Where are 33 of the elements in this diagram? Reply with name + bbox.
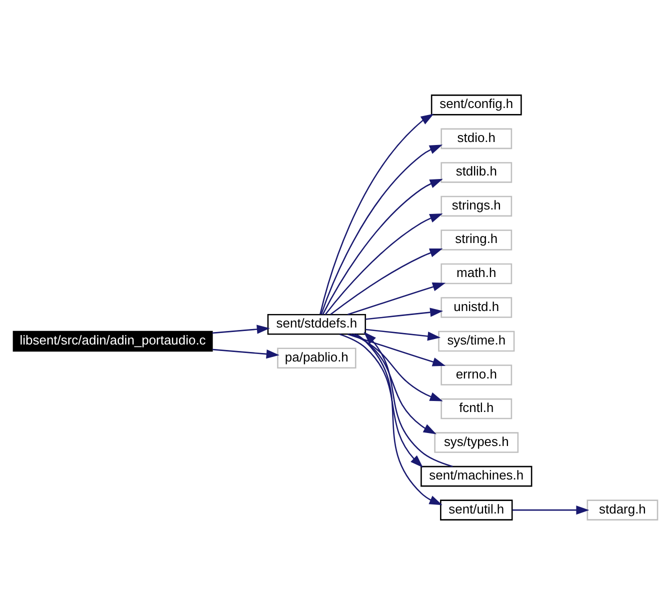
arrow <box>365 328 441 341</box>
node-box: libsent/src/adin/adin_portaudio.c <box>12 330 213 352</box>
arrow <box>320 144 443 314</box>
node-box: pa/pablio.h <box>277 348 356 369</box>
node-box: strings.h <box>440 196 512 217</box>
arrow <box>330 248 443 315</box>
arrow <box>365 308 444 320</box>
arrow <box>350 334 443 402</box>
arrow <box>212 324 270 334</box>
node-box: sent/util.h <box>440 500 513 520</box>
arrow <box>212 348 280 359</box>
arrow <box>353 334 436 434</box>
node-box: errno.h <box>440 364 512 386</box>
arrow <box>356 334 442 506</box>
arrow <box>512 506 590 515</box>
arrow <box>320 114 434 314</box>
arrow <box>324 214 443 315</box>
node-box: math.h <box>440 263 512 284</box>
arrow <box>348 334 446 366</box>
node-box: sys/types.h <box>434 432 519 453</box>
node-box: unistd.h <box>440 297 512 318</box>
node-box: sent/config.h <box>430 94 522 116</box>
node-box: sent/stddefs.h <box>267 314 366 335</box>
arrow <box>339 334 424 468</box>
node-box: stdarg.h <box>586 500 658 520</box>
arrow <box>322 178 443 315</box>
node-box: fcntl.h <box>440 398 512 420</box>
node-box: sys/time.h <box>438 330 515 352</box>
arrow <box>348 282 446 316</box>
node-box: stdio.h <box>440 128 512 150</box>
node-box: stdlib.h <box>440 162 512 183</box>
node-box: sent/machines.h <box>420 466 532 487</box>
node-box: string.h <box>440 230 512 250</box>
